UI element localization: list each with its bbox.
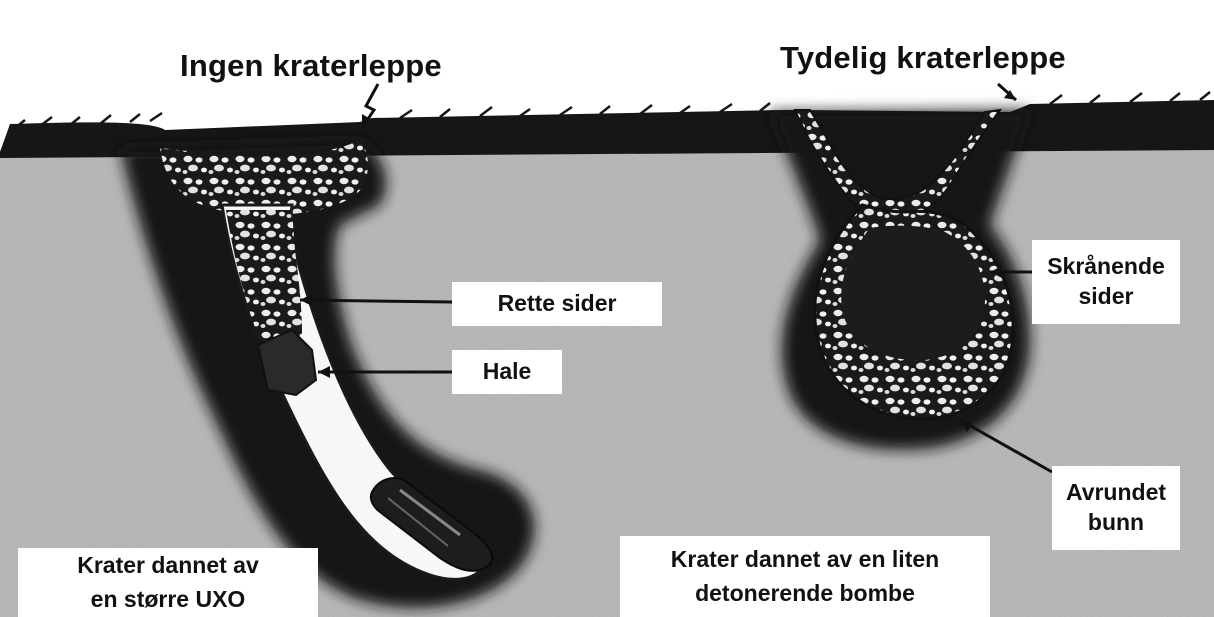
- right-crater-core: [841, 226, 985, 361]
- label-sloping-sides: Skrånende sider: [1032, 240, 1180, 324]
- label-straight-sides: Rette sider: [452, 282, 662, 326]
- label-tail: Hale: [452, 350, 562, 394]
- caption-small-bomb-crater: Krater dannet av en liten detonerende bo…: [620, 536, 990, 617]
- label-sloping-sides-line1: Skrånende: [1047, 252, 1165, 282]
- label-straight-sides-text: Rette sider: [498, 289, 617, 319]
- caption-large-uxo-crater: Krater dannet av en større UXO: [18, 548, 318, 617]
- label-rounded-bottom: Avrundet bunn: [1052, 466, 1180, 550]
- caption-small-bomb-line2: detonerende bombe: [695, 577, 915, 610]
- label-rounded-bottom-line1: Avrundet: [1066, 478, 1166, 508]
- heading-no-crater-lip: Ingen kraterleppe: [180, 48, 442, 84]
- label-tail-text: Hale: [483, 357, 532, 387]
- heading-distinct-crater-lip: Tydelig kraterleppe: [780, 40, 1066, 76]
- caption-small-bomb-line1: Krater dannet av en liten: [671, 543, 939, 576]
- label-rounded-bottom-line2: bunn: [1088, 508, 1144, 538]
- leader-straight-sides: [300, 300, 452, 302]
- caption-large-uxo-line1: Krater dannet av: [77, 549, 259, 582]
- caption-large-uxo-line2: en større UXO: [91, 583, 246, 616]
- label-sloping-sides-line2: sider: [1079, 282, 1134, 312]
